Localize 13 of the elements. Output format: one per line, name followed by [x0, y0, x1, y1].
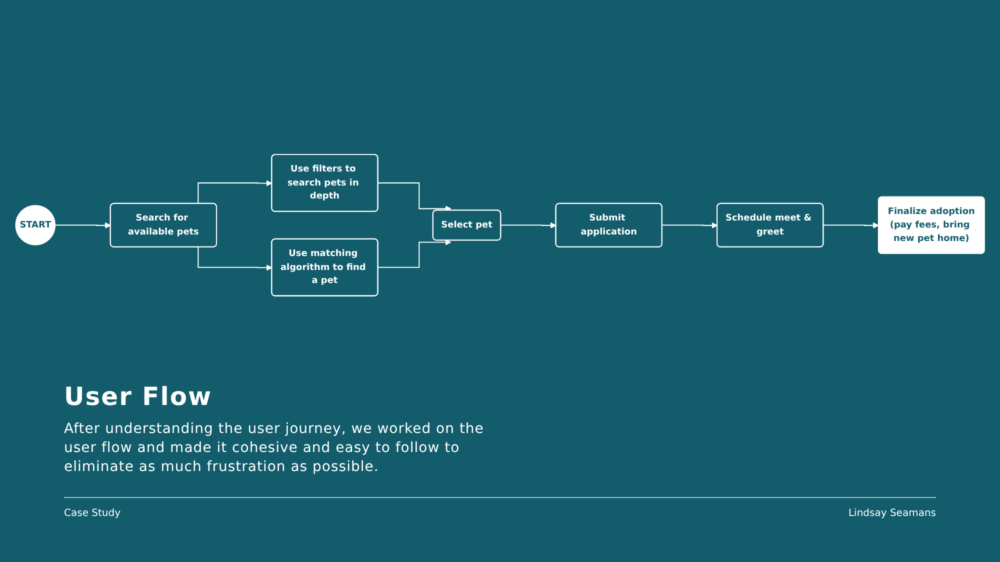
title: User Flow — [64, 382, 212, 411]
arrow — [500, 222, 556, 228]
arrow — [198, 247, 272, 271]
arrow — [378, 239, 452, 268]
footer-text: Case Study — [64, 508, 121, 519]
arrow — [198, 180, 272, 204]
arrow — [54, 222, 111, 228]
arrow — [378, 182, 452, 212]
caption: After understanding the user journey, we worked on the user flow and made it cohesive and easy to follow to eliminate as much frustration as possible. — [64, 420, 485, 477]
footer-text: Lindsay Seamans — [848, 508, 936, 519]
arrow — [823, 222, 879, 228]
arrow — [662, 222, 718, 228]
node-circle: START — [15, 204, 56, 246]
